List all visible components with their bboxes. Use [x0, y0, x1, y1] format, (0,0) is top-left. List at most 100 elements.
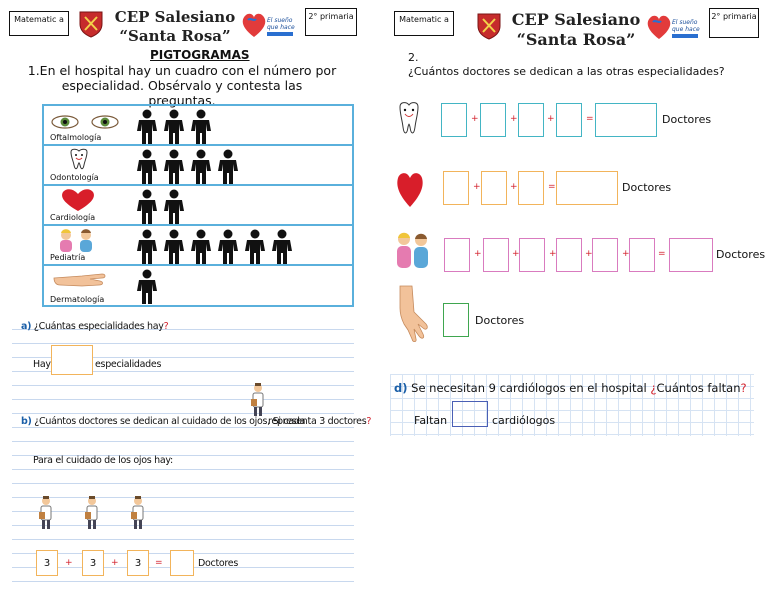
question-text: representa 3 doctores — [268, 416, 367, 427]
doctor-figure-icon — [217, 229, 239, 269]
svg-text:que hace: que hace — [267, 24, 295, 31]
question-b-continued: representa 3 doctores? — [268, 416, 371, 427]
doctor-icon — [251, 383, 264, 416]
plus-sign: + — [473, 182, 481, 192]
answer-box[interactable] — [556, 103, 582, 137]
children-icon — [397, 232, 428, 268]
question-b-subtitle: Para el cuidado de los ojos hay: — [33, 455, 173, 466]
pictogram-row-odontologia: Odontología — [44, 146, 352, 186]
doctor-icon — [85, 496, 98, 529]
answer-box[interactable] — [518, 103, 544, 137]
plus-sign: + — [547, 114, 555, 124]
hand-icon — [53, 273, 106, 287]
page-title: PIGTOGRAMAS — [150, 48, 250, 62]
pictogram-label: Dermatología — [50, 295, 105, 304]
question-d: d) Se necesitan 9 cardiólogos en el hosp… — [394, 381, 747, 395]
doctor-figure-icon — [244, 229, 266, 269]
intro-text: 1.En el hospital hay un cuadro con el nú… — [27, 63, 337, 108]
answer-box[interactable] — [444, 238, 470, 272]
pictogram-label: Pediatría — [50, 253, 86, 262]
question-tag: d) — [394, 381, 408, 395]
subject-box-right: Matematic a — [394, 11, 454, 36]
answer-box[interactable] — [481, 171, 507, 205]
doctor-figure-icon — [136, 229, 158, 269]
sum-result-input[interactable] — [170, 550, 194, 576]
answer-box[interactable] — [519, 238, 545, 272]
doctor-figure-icon — [136, 269, 158, 309]
question-mark: ? — [163, 321, 169, 332]
answer-a-prefix: Hay — [33, 359, 51, 370]
exercise-2-title: 2. ¿Cuántos doctores se dedican a las ot… — [408, 51, 725, 79]
answer-box[interactable] — [441, 103, 467, 137]
result-box[interactable] — [595, 103, 657, 137]
doctor-figure-icon — [190, 109, 212, 149]
doctor-figure-icon — [163, 109, 185, 149]
plus-sign: + — [622, 249, 630, 259]
school-shield-icon — [477, 13, 501, 40]
result-box[interactable] — [669, 238, 713, 272]
heart-logo-icon: El sueño que hace — [647, 15, 700, 40]
answer-box[interactable] — [556, 238, 582, 272]
answer-box[interactable] — [592, 238, 618, 272]
answer-a-suffix: especialidades — [95, 359, 162, 370]
figure-row — [136, 189, 185, 229]
question-a: a) ¿Cuántas especialidades hay? — [21, 321, 169, 332]
pictogram-row-dermatologia: Dermatología — [44, 266, 352, 306]
plus-sign: + — [512, 249, 520, 259]
question-mark: ? — [366, 416, 372, 427]
equals-sign: = — [586, 114, 594, 124]
plus-sign: + — [510, 114, 518, 124]
heart-icon — [397, 173, 423, 207]
doctor-icon — [39, 496, 52, 529]
answer-d-input[interactable] — [452, 401, 488, 427]
figure-row — [136, 109, 212, 149]
grade-box-left: 2° primaria — [305, 8, 357, 36]
figure-row — [136, 269, 158, 309]
question-text: ¿Cuántas especialidades hay — [31, 321, 164, 332]
answer-box[interactable] — [480, 103, 506, 137]
subject-box-left: Matematic a — [9, 11, 69, 36]
tooth-icon — [70, 148, 88, 170]
doctor-figure-icon — [190, 149, 212, 189]
doctor-figure-icon — [190, 229, 212, 269]
grid-paper — [390, 374, 754, 436]
doctor-figure-icon — [136, 189, 158, 229]
result-box[interactable] — [556, 171, 618, 205]
doctores-label: Doctores — [716, 248, 766, 261]
plus-sign: + — [111, 558, 119, 568]
plus-sign: + — [65, 558, 73, 568]
doctores-label: Doctores — [622, 181, 672, 194]
question-mark: ? — [740, 381, 747, 395]
tooth-icon — [399, 102, 419, 134]
sum-label: Doctores — [198, 558, 238, 569]
answer-box[interactable] — [629, 238, 655, 272]
doctor-icon — [131, 496, 144, 529]
grade-box-right: 2° primaria — [709, 8, 759, 38]
heart-logo-icon: El sueño que hace — [242, 13, 295, 38]
answer-box[interactable] — [483, 238, 509, 272]
pictogram-label: Oftalmología — [50, 133, 102, 142]
doctor-figure-icon — [163, 149, 185, 189]
figure-row — [136, 229, 293, 269]
answer-a-input[interactable] — [51, 345, 93, 375]
svg-text:El sueño: El sueño — [672, 19, 698, 26]
question-tag: b) — [21, 416, 32, 427]
equals-sign: = — [155, 558, 163, 568]
pictogram-label: Odontología — [50, 173, 99, 182]
doctor-figure-icon — [136, 109, 158, 149]
plus-sign: + — [474, 249, 482, 259]
answer-box[interactable] — [518, 171, 544, 205]
exercise-question: ¿Cuántos doctores se dedican a las otras… — [408, 65, 725, 78]
question-text: ¿Cuántos doctores se dedican al cuidado … — [31, 416, 306, 427]
sum-box-2: 3 — [82, 550, 104, 576]
school-name-left: CEP Salesiano “Santa Rosa” — [114, 8, 236, 45]
svg-text:que hace: que hace — [672, 26, 700, 33]
plus-sign: + — [471, 114, 479, 124]
question-text: Cuántos faltan — [656, 381, 741, 395]
answer-box[interactable] — [443, 303, 469, 337]
question-text: Se necesitan 9 cardiólogos en el hospita… — [407, 381, 651, 395]
answer-d-suffix: cardiólogos — [492, 414, 556, 427]
figure-row — [136, 149, 239, 189]
equals-sign: = — [548, 182, 556, 192]
answer-box[interactable] — [443, 171, 469, 205]
